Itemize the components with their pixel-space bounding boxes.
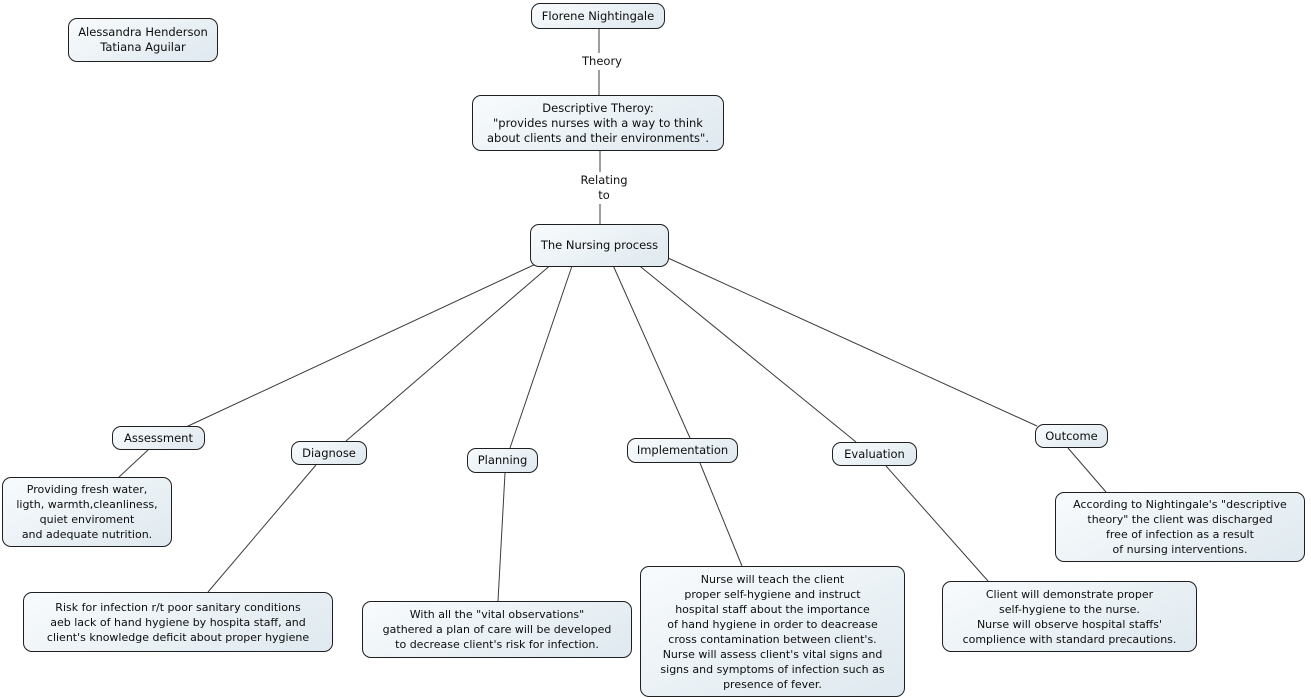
connector-line-nursing-assessment: [185, 262, 539, 428]
linking-phrase-theory[interactable]: Theory: [578, 53, 626, 70]
detail-node-assessment[interactable]: Providing fresh water, ligth, warmth,cle…: [2, 477, 172, 547]
detail-node-outcome[interactable]: According to Nightingale's "descriptive …: [1055, 492, 1305, 562]
connector-line-nursing-evaluation: [635, 262, 857, 443]
step-node-diagnose[interactable]: Diagnose: [291, 441, 367, 465]
step-node-outcome[interactable]: Outcome: [1035, 424, 1108, 448]
detail-node-evaluation[interactable]: Client will demonstrate proper self-hygi…: [942, 581, 1197, 652]
connector-line-evaluation-detail: [885, 465, 989, 582]
authors-node[interactable]: Alessandra Henderson Tatiana Aguilar: [68, 18, 218, 62]
root-node-florene-nightingale[interactable]: Florene Nightingale: [531, 3, 665, 29]
step-node-implementation[interactable]: Implementation: [627, 438, 738, 463]
connector-line-nursing-outcome: [667, 257, 1038, 427]
step-node-planning[interactable]: Planning: [467, 448, 538, 473]
descriptive-theory-node[interactable]: Descriptive Theroy: "provides nurses wit…: [472, 95, 724, 151]
linking-phrase-relating-to[interactable]: Relating to: [574, 172, 634, 204]
step-node-evaluation[interactable]: Evaluation: [832, 442, 917, 466]
connector-line-nursing-diagnose: [345, 262, 554, 442]
connector-line-planning-detail: [497, 472, 506, 602]
detail-node-implementation[interactable]: Nurse will teach the client proper self-…: [640, 566, 905, 697]
connector-line-assessment-detail: [117, 449, 149, 479]
connector-line-diagnose-detail: [207, 464, 317, 593]
connector-line-implementation-detail: [699, 462, 743, 567]
detail-node-planning[interactable]: With all the "vital observations" gather…: [362, 601, 632, 658]
nursing-process-node[interactable]: The Nursing process: [530, 224, 669, 267]
connector-line-outcome-detail: [1067, 447, 1107, 493]
connector-line-nursing-implementation: [611, 262, 691, 439]
step-node-assessment[interactable]: Assessment: [112, 426, 205, 450]
connector-line-nursing-planning: [509, 262, 574, 449]
detail-node-diagnose[interactable]: Risk for infection r/t poor sanitary con…: [23, 592, 333, 652]
